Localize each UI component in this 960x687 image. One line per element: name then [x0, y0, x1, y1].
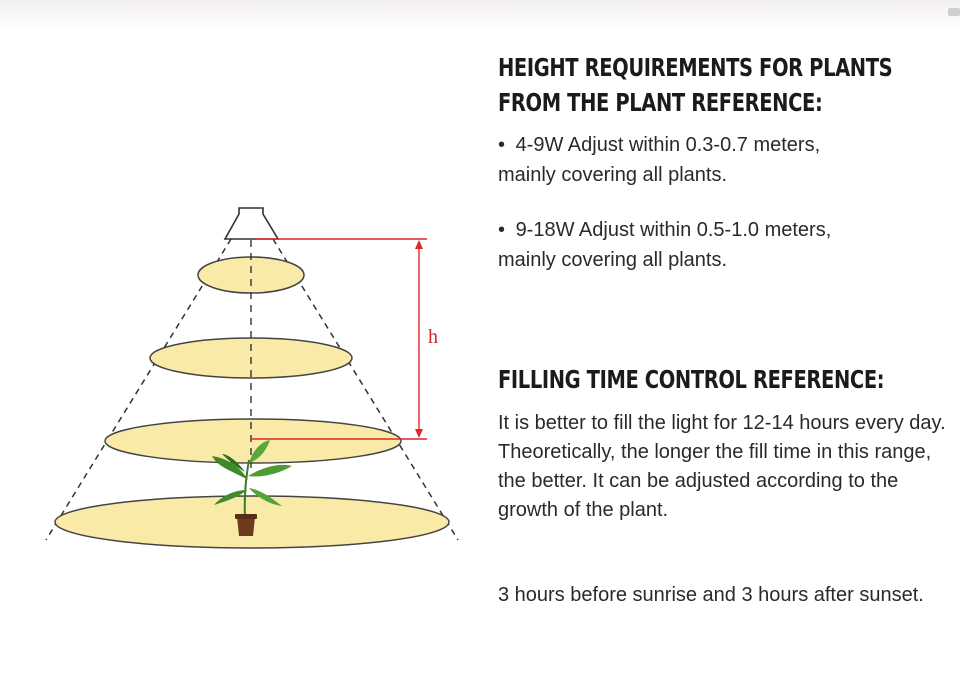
height-heading-line2: FROM THE PLANT REFERENCE:: [498, 88, 823, 117]
plant-icon: [212, 440, 292, 536]
cone-right-edge: [272, 238, 459, 541]
list-item-line1: 9-18W Adjust within 0.5-1.0 meters,: [515, 219, 832, 241]
filling-time-heading: FILLING TIME CONTROL REFERENCE:: [498, 365, 885, 394]
top-banner-fade: [0, 0, 960, 30]
corner-marker: [948, 8, 960, 16]
light-ring-1: [197, 256, 305, 294]
bullet-icon: •: [498, 219, 506, 241]
height-requirements-list: • 4-9W Adjust within 0.3-0.7 meters, mai…: [498, 130, 938, 300]
light-cone-diagram: h: [45, 207, 459, 549]
list-item-line1: 4-9W Adjust within 0.3-0.7 meters,: [515, 134, 821, 156]
list-item: • 4-9W Adjust within 0.3-0.7 meters, mai…: [498, 130, 938, 190]
list-item: • 9-18W Adjust within 0.5-1.0 meters, ma…: [498, 215, 938, 275]
lamp-shade-icon: [223, 207, 280, 240]
arrow-up-icon: [415, 240, 423, 249]
arrow-down-icon: [415, 429, 423, 438]
filling-time-paragraph: It is better to fill the light for 12-14…: [498, 412, 946, 521]
bullet-icon: •: [498, 134, 506, 156]
list-item-line2: mainly covering all plants.: [498, 249, 727, 271]
list-item-line2: mainly covering all plants.: [498, 164, 727, 186]
height-heading-line1: HEIGHT REQUIREMENTS FOR PLANTS: [498, 53, 893, 82]
sunrise-sunset-paragraph: 3 hours before sunrise and 3 hours after…: [498, 584, 924, 606]
height-label: h: [428, 326, 438, 348]
cone-left-edge: [45, 238, 232, 541]
light-ring-3: [104, 418, 402, 464]
